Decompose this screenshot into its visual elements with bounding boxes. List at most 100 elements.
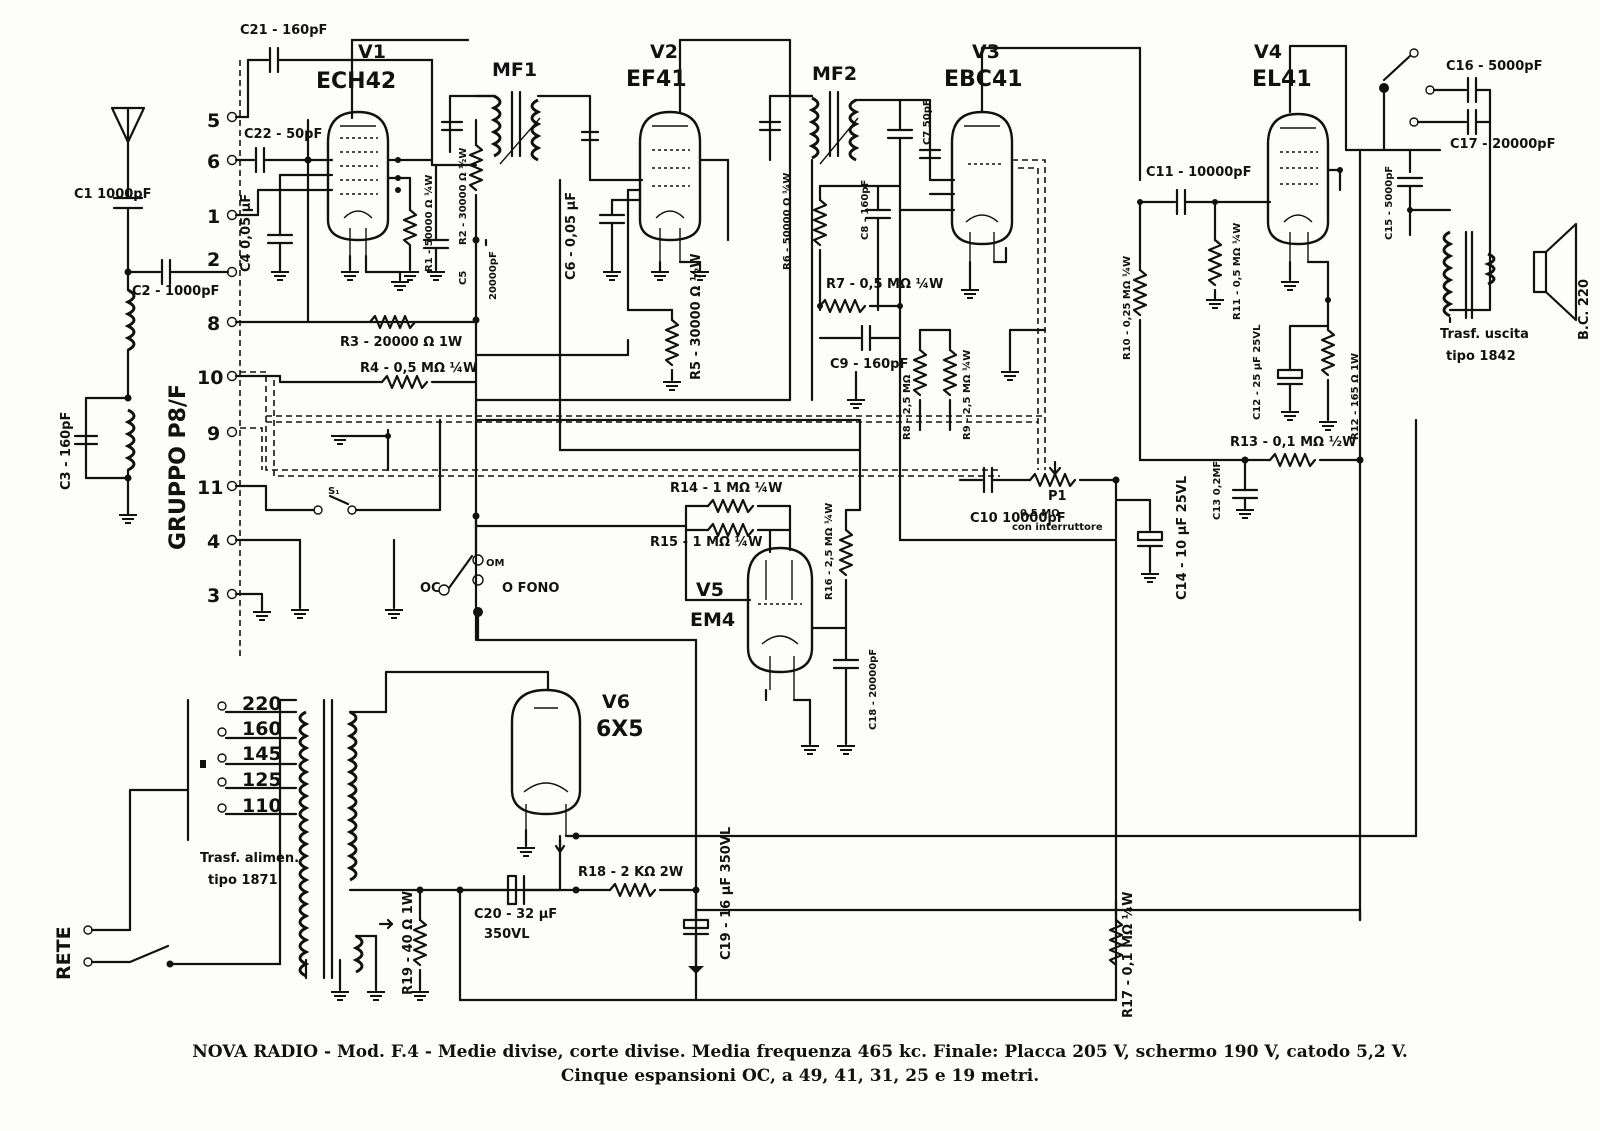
mf1-label: MF1 [492, 59, 537, 81]
r17-label: R17 - 0,1 MΩ ¼W [1121, 892, 1136, 1018]
mains-tap-110: 110 [242, 795, 282, 817]
c13-label: C13 0,2MF [1212, 461, 1223, 520]
r15-label: R15 - 1 MΩ ¼W [650, 535, 762, 550]
c22-label: C22 - 50pF [244, 127, 322, 142]
p1-value: 0,5 MΩ [1020, 508, 1060, 519]
v1-type: ECH42 [316, 69, 396, 94]
r11-label: R11 - 0,5 MΩ ¼W [1231, 223, 1243, 320]
r6-label: R6 - 50000 Ω ¼W [781, 173, 793, 270]
c18-label: C18 - 20000pF [868, 649, 879, 730]
c12-label: C12 - 25 µF 25VL [1252, 324, 1263, 420]
terminal-2: 2 [207, 249, 220, 271]
power-transformer [298, 698, 364, 980]
c8-label: C8 - 160pF [860, 180, 871, 240]
p1-label: P1 [1048, 489, 1067, 504]
c1-label: C1 1000pF [74, 187, 151, 202]
group-label: GRUPPO P8/F [166, 384, 191, 550]
v2-tube-envelope [638, 110, 702, 262]
c15-label: C15 - 5000pF [1384, 166, 1395, 240]
r5-label: R5 - 30000 Ω ½W [689, 253, 704, 380]
terminal-11: 11 [197, 477, 223, 499]
terminal-5: 5 [207, 110, 220, 132]
c5-label: C5 [458, 271, 469, 285]
v6-type: 6X5 [596, 717, 644, 742]
caption-line-1: NOVA RADIO - Mod. F.4 - Medie divise, co… [192, 1042, 1408, 1062]
terminal-3: 3 [207, 585, 220, 607]
r7-label: R7 - 0,5 MΩ ¼W [826, 277, 943, 292]
mf2-label: MF2 [812, 63, 857, 85]
mains-tap-selector [186, 698, 206, 842]
c2-label: C2 - 1000pF [132, 284, 219, 299]
v3-type: EBC41 [944, 67, 1023, 92]
r18-label: R18 - 2 KΩ 2W [578, 865, 683, 880]
s-label: S₁ [328, 486, 340, 497]
mains-tap-160: 160 [242, 718, 282, 740]
c20-label: C20 - 32 µF [474, 907, 557, 922]
r9-label: R9 - 2,5 MΩ ¼W [961, 350, 973, 440]
terminal-9: 9 [207, 423, 220, 445]
v5-tube-envelope [746, 546, 814, 700]
r2-capacitor-label: 20000pF [488, 251, 499, 300]
mains-tap-145: 145 [242, 743, 282, 765]
r8-label: R8 - 2,5 MΩ [902, 374, 913, 440]
c7-label: C7 50pF [922, 99, 933, 145]
v3-tube-envelope [950, 110, 1014, 262]
r4-label: R4 - 0,5 MΩ ¼W [360, 361, 477, 376]
speaker-symbol [1532, 222, 1578, 322]
r1-label: R1 - 50000 Ω ¼W [423, 175, 435, 272]
c3-label: C3 - 160pF [59, 412, 74, 490]
group-terminals: 5 6 1 2 8 10 9 11 4 3 [197, 110, 238, 607]
switch-om-label: OM [486, 558, 505, 569]
v3-id: V3 [972, 41, 1000, 63]
c17-label: C17 - 20000pF [1450, 137, 1556, 152]
v6-tube-envelope [510, 688, 582, 836]
p1-note: con interruttore [1012, 522, 1103, 533]
c21-label: C21 - 160pF [240, 23, 327, 38]
v4-tube-envelope [1266, 112, 1330, 262]
c19-label: C19 - 16 µF 350VL [719, 827, 734, 960]
v1-tube-envelope [326, 110, 390, 256]
mains-tap-125: 125 [242, 769, 282, 791]
power-transformer-label-1: Trasf. alimen. [200, 851, 299, 866]
c6-label: C6 - 0,05 µF [564, 192, 579, 280]
v4-id: V4 [1254, 41, 1282, 63]
r2-label: R2 - 30000 Ω ½W [458, 148, 469, 245]
v1-id: V1 [358, 41, 386, 63]
terminal-1: 1 [207, 206, 220, 228]
output-transformer-label-2: tipo 1842 [1446, 349, 1516, 364]
r14-label: R14 - 1 MΩ ¼W [670, 481, 782, 496]
terminal-6: 6 [207, 151, 220, 173]
output-transformer-label-1: Trasf. uscita [1440, 327, 1529, 342]
output-transformer [1442, 230, 1496, 320]
c9-label: C9 - 160pF [830, 357, 908, 372]
v6-id: V6 [602, 691, 630, 713]
r3-label: R3 - 20000 Ω 1W [340, 335, 462, 350]
v4-type: EL41 [1252, 67, 1312, 92]
v5-id: V5 [696, 579, 724, 601]
switch-fono-label: O FONO [502, 581, 559, 596]
c11-label: C11 - 10000pF [1146, 165, 1252, 180]
v2-type: EF41 [626, 67, 687, 92]
terminal-8: 8 [207, 313, 220, 335]
c20-voltage: 350VL [484, 927, 529, 942]
power-transformer-label-2: tipo 1871 [208, 873, 278, 888]
terminal-4: 4 [207, 531, 220, 553]
r10-label: R10 - 0,25 MΩ ¼W [1121, 256, 1133, 360]
rete-label: RETE [53, 926, 75, 980]
c16-label: C16 - 5000pF [1446, 59, 1542, 74]
caption-line-2: Cinque espansioni OC, a 49, 41, 31, 25 e… [560, 1066, 1040, 1086]
figure-caption: NOVA RADIO - Mod. F.4 - Medie divise, co… [60, 1040, 1540, 1088]
r19-label: R19 - 40 Ω 1W [401, 891, 416, 995]
v2-id: V2 [650, 41, 678, 63]
speaker-label: B.C. 220 [1577, 279, 1592, 340]
r12-label: R12 - 165 Ω 1W [1350, 353, 1361, 440]
terminal-10: 10 [197, 367, 223, 389]
c10-label: C10 10000pF [970, 511, 1066, 526]
r13-label: R13 - 0,1 MΩ ½W [1230, 435, 1356, 450]
mf2-transformer [758, 90, 932, 212]
v5-type: EM4 [690, 609, 735, 631]
c14-label: C14 - 10 µF 25VL [1175, 476, 1190, 600]
r16-label: R16 - 2,5 MΩ ¼W [823, 503, 835, 600]
